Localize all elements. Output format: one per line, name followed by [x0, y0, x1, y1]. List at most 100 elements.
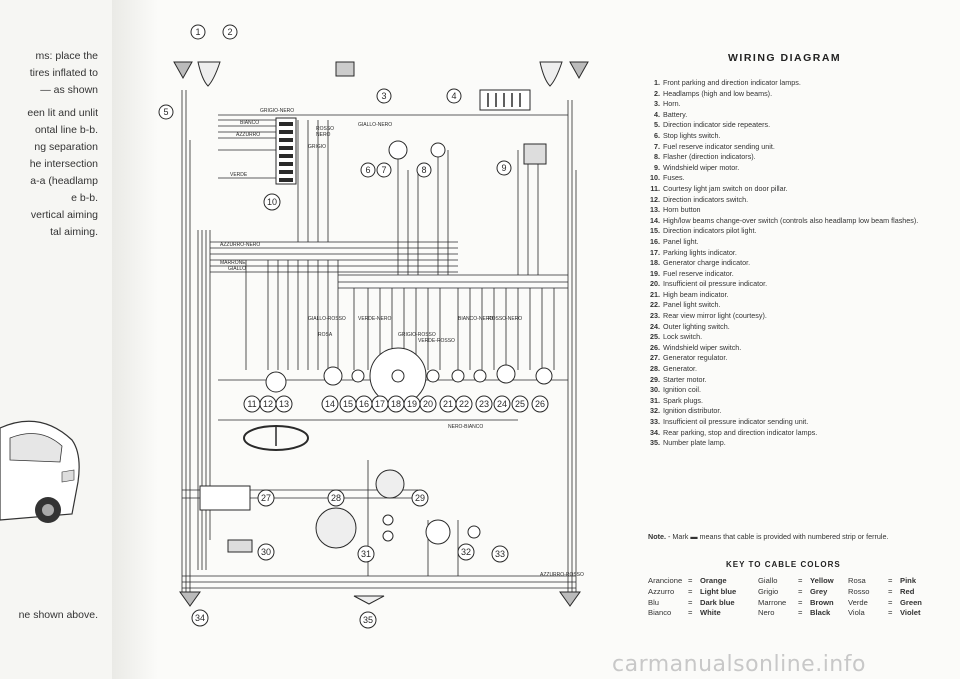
svg-text:4: 4	[451, 91, 456, 101]
italian-color-name: Rosa	[848, 576, 866, 585]
legend-item-number: 15.	[650, 226, 660, 236]
wire-label: ROSSO	[316, 126, 334, 132]
legend-item-text: Windshield wiper switch.	[663, 342, 742, 352]
component-callout: 8	[416, 162, 432, 178]
svg-text:20: 20	[423, 399, 433, 409]
legend-item: 32.Ignition distributor.	[648, 406, 940, 417]
legend-item: 19.Fuel reserve indicator.	[648, 269, 940, 280]
legend-item-number: 35.	[650, 438, 660, 448]
component-callout: 32	[457, 543, 475, 561]
svg-text:7: 7	[381, 165, 386, 175]
legend-item-text: Horn.	[663, 99, 681, 109]
legend-item: 34.Rear parking, stop and direction indi…	[648, 428, 940, 439]
legend-item-text: Direction indicators switch.	[663, 194, 749, 204]
left-page-text: ms: place the tires inflated to — as sho…	[0, 0, 112, 679]
legend-item-text: High beam indicator.	[663, 289, 729, 299]
color-key-row: Rosso=Red	[848, 587, 922, 598]
legend-item-number: 19.	[650, 268, 660, 278]
legend-item-number: 14.	[650, 215, 660, 225]
left-text-line: ms: place the	[35, 50, 98, 62]
wire-label: NERO-BIANCO	[448, 424, 483, 430]
svg-text:15: 15	[343, 399, 353, 409]
component-callout: 2	[222, 24, 238, 40]
svg-text:31: 31	[361, 549, 371, 559]
component-callout: 35	[359, 611, 377, 629]
component-callout: 4	[446, 88, 462, 104]
wire-label: GIALLO-ROSSO	[308, 316, 346, 322]
legend-item: 2.Headlamps (high and low beams).	[648, 89, 940, 100]
legend-item-number: 31.	[650, 395, 660, 405]
italian-color-name: Arancione	[648, 576, 683, 585]
wire-label: VERDE	[230, 172, 248, 178]
legend-item: 6.Stop lights switch.	[648, 131, 940, 142]
wire-label: VERDE-NERO	[358, 316, 391, 322]
color-key-row: Verde=Green	[848, 598, 922, 609]
color-key-row: Blu=Dark blue	[648, 598, 736, 609]
legend-item-number: 2.	[654, 88, 660, 98]
svg-text:18: 18	[391, 399, 401, 409]
component-callout: 3	[376, 88, 392, 104]
legend-item-number: 21.	[650, 289, 660, 299]
legend-item-number: 1.	[654, 78, 660, 87]
legend-item: 28.Generator.	[648, 364, 940, 375]
wire-label: AZZURRO	[236, 132, 260, 138]
english-color-name: Grey	[810, 586, 828, 596]
legend-item-text: Fuses.	[663, 173, 685, 183]
left-text-line: — as shown	[40, 84, 98, 96]
legend-item: 1.Front parking and direction indicator …	[648, 78, 940, 89]
legend-item: 24.Outer lighting switch.	[648, 322, 940, 333]
svg-text:12: 12	[263, 399, 273, 409]
legend-item-number: 3.	[654, 99, 660, 109]
legend-item: 14.High/low beams change-over switch (co…	[648, 216, 940, 227]
italian-color-name: Grigio	[758, 586, 779, 596]
svg-text:10: 10	[267, 197, 277, 207]
color-key-row: Azzurro=Light blue	[648, 587, 736, 598]
svg-text:16: 16	[359, 399, 369, 409]
component-callout: 18	[387, 395, 405, 413]
legend-item: 20.Insufficient oil pressure indicator.	[648, 279, 940, 290]
component-callout: 19	[403, 395, 421, 413]
legend-item: 16.Panel light.	[648, 237, 940, 248]
svg-text:21: 21	[443, 399, 453, 409]
legend-item: 30.Ignition coil.	[648, 385, 940, 396]
watermark: carmanualsonline.info	[612, 652, 866, 677]
legend-item-number: 30.	[650, 385, 660, 395]
component-callout: 24	[493, 395, 511, 413]
english-color-name: Light blue	[700, 586, 737, 596]
legend-item: 3.Horn.	[648, 99, 940, 110]
legend-item: 25.Lock switch.	[648, 332, 940, 343]
legend-item: 35.Number plate lamp.	[648, 438, 940, 449]
legend-item-text: Horn button	[663, 205, 701, 215]
svg-text:29: 29	[415, 493, 425, 503]
legend-item-number: 32.	[650, 406, 660, 416]
legend-item-number: 5.	[654, 120, 660, 130]
svg-text:25: 25	[515, 399, 525, 409]
legend-item-number: 22.	[650, 300, 660, 310]
color-key-row: Nero=Black	[758, 608, 834, 619]
english-color-name: White	[700, 608, 721, 618]
wire-label: BIANCO-NERO	[458, 316, 493, 322]
legend-item-text: Rear view mirror light (courtesy).	[663, 311, 767, 321]
legend-item-text: Generator.	[663, 364, 697, 374]
legend-item: 10.Fuses.	[648, 173, 940, 184]
english-color-name: Yellow	[810, 576, 834, 585]
component-callout: 34	[191, 609, 209, 627]
legend-item-text: Windshield wiper motor.	[663, 162, 740, 172]
legend-item-text: Stop lights switch.	[663, 130, 721, 140]
legend-item-number: 4.	[654, 109, 660, 119]
svg-text:11: 11	[247, 399, 256, 409]
legend-item-number: 10.	[650, 173, 660, 183]
component-callout: 6	[360, 162, 376, 178]
legend-item-text: Number plate lamp.	[663, 438, 726, 448]
equals-sign: =	[888, 608, 893, 618]
wire-label: ROSSO-NERO	[488, 316, 522, 322]
svg-text:14: 14	[325, 399, 335, 409]
legend-item-number: 7.	[654, 141, 660, 151]
wire-label: GIALLO	[228, 266, 246, 272]
equals-sign: =	[888, 576, 893, 585]
legend-item: 11.Courtesy light jam switch on door pil…	[648, 184, 940, 195]
wire-label: GIALLO-NERO	[358, 122, 392, 128]
english-color-name: Dark blue	[700, 597, 735, 607]
